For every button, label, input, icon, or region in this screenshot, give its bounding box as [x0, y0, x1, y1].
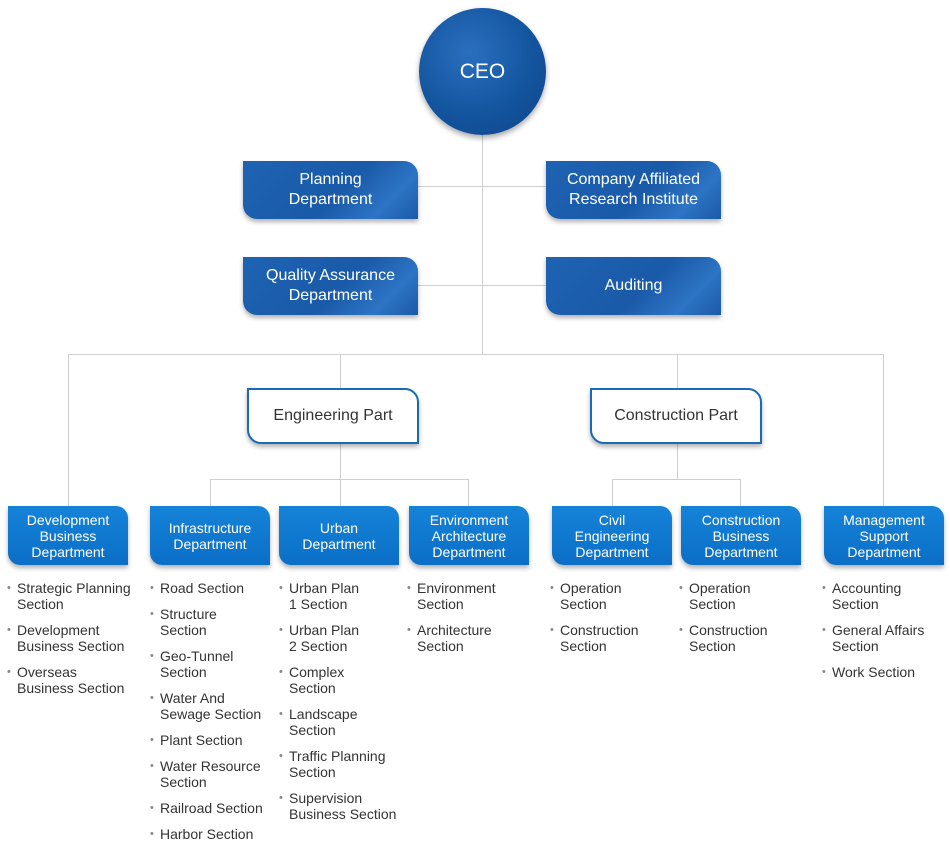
list-item: Architecture Section: [407, 622, 512, 654]
list-item: Landscape Section: [279, 706, 369, 738]
connector-mgmt-drop: [883, 354, 884, 506]
research-institute-box: Company Affiliated Research Institute: [546, 161, 721, 219]
connector-eng-down: [340, 444, 341, 480]
list-item: Water Resource Section: [150, 758, 270, 790]
list-item: Operation Section: [679, 580, 764, 612]
environment-architecture-department-box: Environment Architecture Department: [409, 506, 529, 565]
list-item: Geo-Tunnel Section: [150, 648, 245, 680]
list-item: Development Business Section: [7, 622, 132, 654]
urban-department-box: Urban Department: [279, 506, 399, 565]
connector-eng-branch: [210, 479, 469, 480]
connector-staff-row1: [418, 186, 546, 187]
connector-staff-row2: [418, 285, 546, 286]
list-item: Harbor Section: [150, 826, 270, 842]
engineering-part-label: Engineering Part: [273, 407, 393, 424]
connector-ceo-trunk: [482, 135, 483, 354]
connector-conbiz-drop: [740, 479, 741, 506]
department-label: Management Support Department: [843, 511, 925, 560]
civil-engineering-department-box: Civil Engineering Department: [552, 506, 672, 565]
construction-part-box: Construction Part: [590, 388, 762, 444]
list-item: Construction Section: [550, 622, 655, 654]
list-item: Environment Section: [407, 580, 512, 612]
list-item: General Affairs Section: [822, 622, 932, 654]
auditing-label: Auditing: [604, 277, 663, 294]
list-item: Urban Plan 1 Section: [279, 580, 369, 612]
development-business-department-box: Development Business Department: [8, 506, 128, 565]
connector-dev-drop: [68, 354, 69, 506]
infrastructure-department-box: Infrastructure Department: [150, 506, 270, 565]
planning-department-box: Planning Department: [243, 161, 418, 219]
civil-sections-list: Operation Section Construction Section: [550, 580, 655, 664]
connector-urban-drop: [340, 479, 341, 506]
list-item: Overseas Business Section: [7, 664, 132, 696]
connector-con-drop: [677, 354, 678, 388]
planning-department-label: Planning Department: [288, 171, 373, 208]
list-item: Urban Plan 2 Section: [279, 622, 369, 654]
ceo-label: CEO: [459, 59, 506, 83]
connector-eng-drop: [340, 354, 341, 388]
list-item: Work Section: [822, 664, 942, 680]
quality-assurance-label: Quality Assurance Department: [266, 267, 395, 304]
ceo-node: CEO: [419, 8, 546, 135]
infrastructure-sections-list: Road Section Structure Section Geo-Tunne…: [150, 580, 270, 852]
list-item: Plant Section: [150, 732, 270, 748]
department-label: Construction Business Department: [701, 511, 781, 560]
urban-sections-list: Urban Plan 1 Section Urban Plan 2 Sectio…: [279, 580, 404, 832]
connector-civil-drop: [612, 479, 613, 506]
list-item: Complex Section: [279, 664, 359, 696]
development-sections-list: Strategic Planning Section Development B…: [7, 580, 132, 706]
department-label: Civil Engineering Department: [574, 511, 650, 560]
list-item: Operation Section: [550, 580, 635, 612]
connector-infra-drop: [210, 479, 211, 506]
list-item: Supervision Business Section: [279, 790, 404, 822]
department-label: Urban Department: [302, 519, 376, 552]
connector-env-drop: [468, 479, 469, 506]
department-label: Environment Architecture Department: [429, 511, 509, 560]
list-item: Road Section: [150, 580, 270, 596]
list-item: Structure Section: [150, 606, 230, 638]
quality-assurance-box: Quality Assurance Department: [243, 257, 418, 315]
list-item: Construction Section: [679, 622, 784, 654]
auditing-box: Auditing: [546, 257, 721, 315]
list-item: Accounting Section: [822, 580, 917, 612]
environment-sections-list: Environment Section Architecture Section: [407, 580, 512, 664]
list-item: Railroad Section: [150, 800, 270, 816]
construction-business-sections-list: Operation Section Construction Section: [679, 580, 784, 664]
connector-con-branch: [612, 479, 741, 480]
management-sections-list: Accounting Section General Affairs Secti…: [822, 580, 942, 690]
management-support-department-box: Management Support Department: [824, 506, 944, 565]
research-institute-label: Company Affiliated Research Institute: [566, 171, 701, 208]
department-label: Development Business Department: [26, 511, 110, 560]
list-item: Water And Sewage Section: [150, 690, 270, 722]
list-item: Strategic Planning Section: [7, 580, 132, 612]
connector-main-horizontal: [68, 354, 884, 355]
connector-con-down: [677, 444, 678, 480]
construction-business-department-box: Construction Business Department: [681, 506, 801, 565]
construction-part-label: Construction Part: [614, 407, 738, 424]
engineering-part-box: Engineering Part: [247, 388, 419, 444]
department-label: Infrastructure Department: [168, 519, 252, 552]
list-item: Traffic Planning Section: [279, 748, 399, 780]
